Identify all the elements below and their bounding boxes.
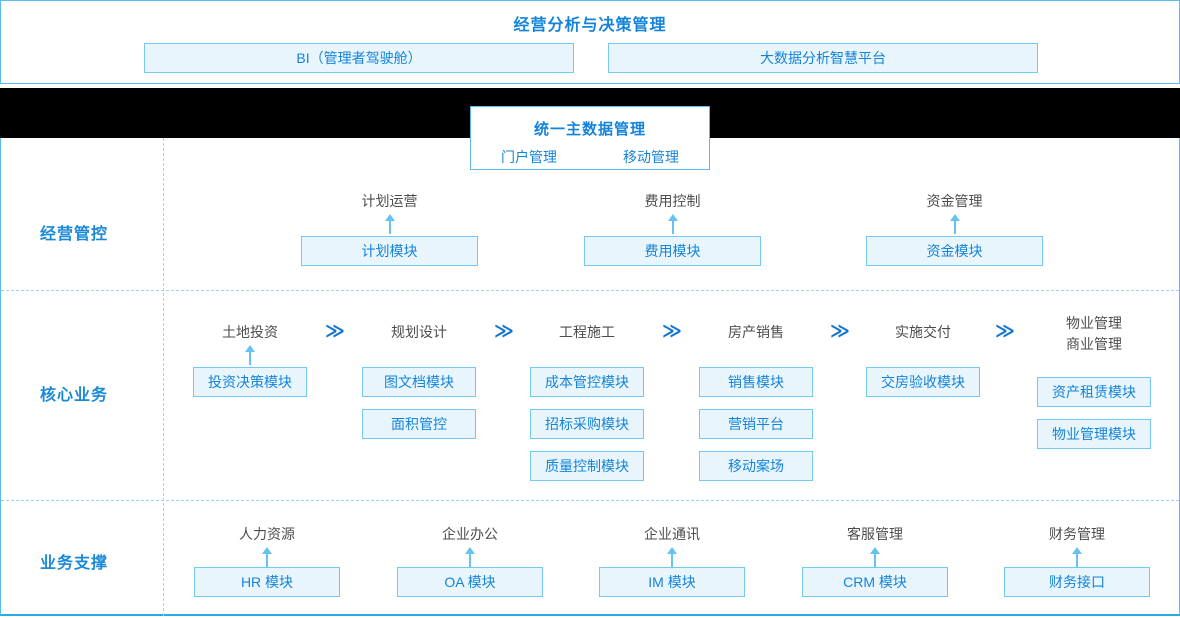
capability-label: 财务管理 <box>1049 526 1105 542</box>
capability-label: 计划运营 <box>361 193 418 209</box>
capability-label: 资金管理 <box>926 193 983 209</box>
group-construction: 工程施工 成本管控模块 招标采购模块 质量控制模块 <box>530 325 644 481</box>
capability-label: 客服管理 <box>847 526 903 542</box>
double-chevron-icon: ≫ <box>995 321 1015 342</box>
portal-management-label: 门户管理 <box>501 149 557 165</box>
capability-label: 房产销售 <box>728 324 784 340</box>
capability-label: 人力资源 <box>239 526 295 542</box>
module-box-mobile-sales-site: 移动案场 <box>699 451 813 481</box>
double-chevron-icon: ≫ <box>325 321 345 342</box>
bigdata-platform-box: 大数据分析智慧平台 <box>608 43 1038 73</box>
up-arrow-icon <box>1072 547 1082 567</box>
group-plan-operation: 计划运营 计划模块 <box>301 194 478 266</box>
rail-label-core-business: 核心业务 <box>40 387 109 404</box>
module-box-cost-control: 成本管控模块 <box>530 367 644 397</box>
double-chevron-icon: ≫ <box>830 321 850 342</box>
analysis-layer-panel: 经营分析与决策管理 BI（管理者驾驶舱） 大数据分析智慧平台 <box>0 0 1180 84</box>
module-box-property-management: 物业管理模块 <box>1037 419 1151 449</box>
module-box-quality-control: 质量控制模块 <box>530 451 644 481</box>
up-arrow-icon <box>667 214 678 234</box>
module-box-asset-leasing: 资产租赁模块 <box>1037 377 1151 407</box>
capability-label-line1: 物业管理 <box>1066 315 1122 331</box>
master-data-title: 统一主数据管理 <box>533 121 646 138</box>
group-finance-management: 财务管理 财务接口 <box>1004 527 1150 597</box>
group-enterprise-communication: 企业通讯 IM 模块 <box>599 527 745 597</box>
page-title: 经营分析与决策管理 <box>513 17 667 34</box>
rail-divider-line <box>163 138 164 616</box>
module-box-hr: HR 模块 <box>194 567 340 597</box>
capability-label: 土地投资 <box>222 324 278 340</box>
module-box-oa: OA 模块 <box>397 567 543 597</box>
capability-label: 规划设计 <box>391 324 447 340</box>
module-box-finance-interface: 财务接口 <box>1004 567 1150 597</box>
module-box-sales: 销售模块 <box>699 367 813 397</box>
capability-label: 企业办公 <box>442 526 498 542</box>
group-planning-design: 规划设计 图文档模块 面积管控 <box>362 325 476 439</box>
group-expense-control: 费用控制 费用模块 <box>584 194 761 266</box>
row-divider-line-1 <box>1 290 1179 291</box>
capability-label: 工程施工 <box>559 324 615 340</box>
module-box-fund: 资金模块 <box>866 236 1043 266</box>
up-arrow-icon <box>384 214 395 234</box>
group-human-resources: 人力资源 HR 模块 <box>194 527 340 597</box>
bi-cockpit-box: BI（管理者驾驶舱） <box>144 43 574 73</box>
capability-label-line2: 商业管理 <box>1066 336 1122 352</box>
group-land-investment: 土地投资 投资决策模块 <box>193 325 307 397</box>
group-enterprise-office: 企业办公 OA 模块 <box>397 527 543 597</box>
group-fund-management: 资金管理 资金模块 <box>866 194 1043 266</box>
capability-label: 费用控制 <box>644 193 701 209</box>
module-box-im: IM 模块 <box>599 567 745 597</box>
capability-label: 实施交付 <box>895 324 951 340</box>
up-arrow-icon <box>667 547 677 567</box>
module-box-marketing-platform: 营销平台 <box>699 409 813 439</box>
master-data-box: 统一主数据管理 门户管理 移动管理 <box>470 106 710 170</box>
rail-label-operations: 经营管控 <box>40 226 109 243</box>
module-box-crm: CRM 模块 <box>802 567 948 597</box>
module-box-investment-decision: 投资决策模块 <box>193 367 307 397</box>
module-box-handover-acceptance: 交房验收模块 <box>866 367 980 397</box>
group-delivery: 实施交付 交房验收模块 <box>866 325 980 397</box>
up-arrow-icon <box>949 214 960 234</box>
group-customer-service: 客服管理 CRM 模块 <box>802 527 948 597</box>
group-property-commerce-management: 物业管理 商业管理 资产租赁模块 物业管理模块 <box>1037 313 1151 449</box>
up-arrow-icon <box>870 547 880 567</box>
group-property-sales: 房产销售 销售模块 营销平台 移动案场 <box>699 325 813 481</box>
module-box-expense: 费用模块 <box>584 236 761 266</box>
master-data-links: 门户管理 移动管理 <box>471 147 709 167</box>
module-box-area-control: 面积管控 <box>362 409 476 439</box>
row-divider-line-2 <box>1 500 1179 501</box>
module-box-plan: 计划模块 <box>301 236 478 266</box>
rail-label-support: 业务支撑 <box>40 555 109 572</box>
mobile-management-label: 移动管理 <box>623 149 679 165</box>
module-box-bidding-procurement: 招标采购模块 <box>530 409 644 439</box>
module-box-drawing-doc: 图文档模块 <box>362 367 476 397</box>
up-arrow-icon <box>465 547 475 567</box>
double-chevron-icon: ≫ <box>662 321 682 342</box>
up-arrow-icon <box>262 547 272 567</box>
double-chevron-icon: ≫ <box>494 321 514 342</box>
capability-label: 企业通讯 <box>644 526 700 542</box>
up-arrow-icon <box>245 345 255 365</box>
